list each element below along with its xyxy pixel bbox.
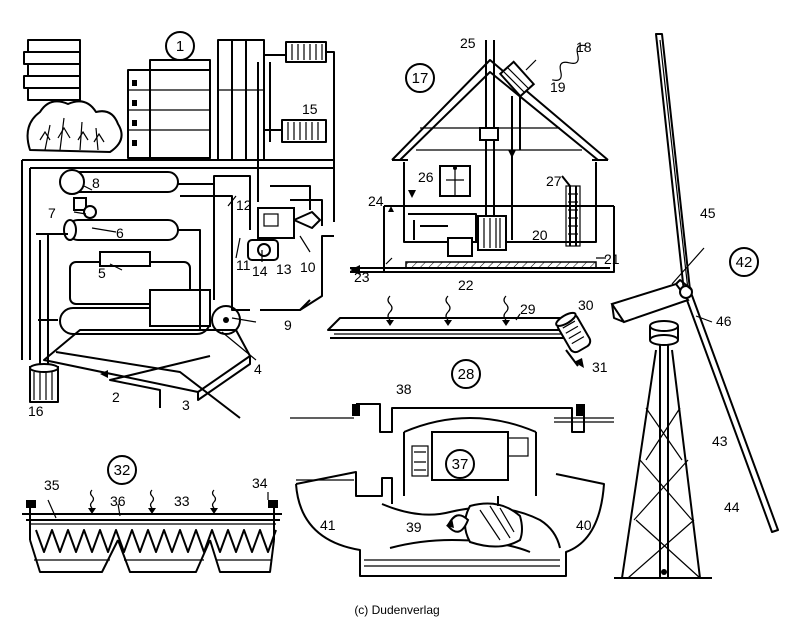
section-marker-1: 1	[165, 31, 195, 61]
label-21: 21	[604, 251, 620, 267]
label-24: 24	[368, 193, 384, 209]
wind-turbine	[610, 33, 779, 579]
label-46: 46	[716, 313, 732, 329]
section-marker-28: 28	[451, 359, 481, 389]
label-3: 3	[182, 397, 190, 413]
label-16: 16	[28, 403, 44, 419]
label-36: 36	[110, 493, 126, 509]
tidal-power-station	[290, 403, 614, 577]
label-33: 33	[174, 493, 190, 509]
label-34: 34	[252, 475, 268, 491]
label-31: 31	[592, 359, 608, 375]
label-30: 30	[578, 297, 594, 313]
piping	[55, 175, 334, 419]
label-14: 14	[252, 263, 268, 279]
solar-pond	[22, 489, 282, 573]
heat-pump-installation	[21, 39, 335, 419]
svg-text:42: 42	[736, 254, 753, 271]
house-with-radiators	[217, 39, 335, 222]
ground-water-well	[29, 363, 59, 403]
svg-text:1: 1	[176, 38, 184, 55]
label-40: 40	[576, 517, 592, 533]
label-5: 5	[98, 265, 106, 281]
label-7: 7	[48, 205, 56, 221]
compressor-unit	[36, 233, 251, 401]
label-20: 20	[532, 227, 548, 243]
label-4: 4	[254, 361, 262, 377]
solar-heated-house	[350, 40, 615, 275]
callout-labels: 2 3 4 5 6 7 8 9 10 11 12 13 14 15 16 18 …	[28, 35, 740, 535]
evaporator-and-condenser-tanks	[59, 169, 179, 241]
label-12: 12	[236, 197, 252, 213]
label-27: 27	[546, 173, 562, 189]
city-buildings	[23, 39, 211, 159]
label-43: 43	[712, 433, 728, 449]
label-39: 39	[406, 519, 422, 535]
svg-text:32: 32	[114, 462, 131, 479]
label-22: 22	[458, 277, 474, 293]
solar-trough-collector	[327, 295, 592, 368]
label-45: 45	[700, 205, 716, 221]
label-13: 13	[276, 261, 292, 277]
label-35: 35	[44, 477, 60, 493]
label-25: 25	[460, 35, 476, 51]
label-26: 26	[418, 169, 434, 185]
label-11: 11	[236, 257, 251, 273]
label-10: 10	[300, 259, 316, 275]
label-9: 9	[284, 317, 292, 333]
label-6: 6	[116, 225, 124, 241]
label-41: 41	[320, 517, 336, 533]
section-marker-32: 32	[107, 455, 137, 485]
svg-text:28: 28	[458, 366, 475, 383]
label-29: 29	[520, 301, 536, 317]
copyright-notice: (c) Dudenverlag	[354, 603, 439, 617]
svg-text:17: 17	[412, 70, 429, 87]
label-8: 8	[92, 175, 100, 191]
svg-text:37: 37	[452, 456, 469, 473]
label-15: 15	[302, 101, 318, 117]
label-19: 19	[550, 79, 566, 95]
label-2: 2	[112, 389, 120, 405]
label-18: 18	[576, 39, 592, 55]
control-and-motor	[247, 207, 321, 261]
section-marker-37: 37	[445, 449, 475, 479]
label-23: 23	[354, 269, 370, 285]
section-marker-17: 17	[405, 63, 435, 93]
label-44: 44	[724, 499, 740, 515]
section-marker-42: 42	[729, 247, 759, 277]
label-38: 38	[396, 381, 412, 397]
